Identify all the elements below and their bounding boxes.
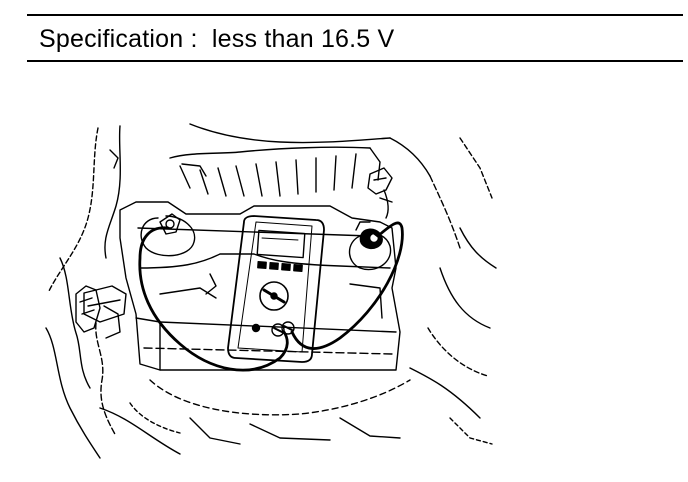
hose-connector-right xyxy=(367,167,393,219)
multimeter-buttons xyxy=(257,261,303,272)
multimeter-display xyxy=(256,229,306,259)
multimeter-com-jack xyxy=(251,323,261,333)
multimeter-rotary-dial xyxy=(259,281,289,311)
test-leads xyxy=(138,221,404,372)
specification-text: Specification : less than 16.5 V xyxy=(39,25,395,53)
battery-voltage-illustration xyxy=(40,118,500,463)
battery-clamp-left xyxy=(75,285,121,339)
engine-bay-left xyxy=(45,125,181,459)
battery-terminal-negative xyxy=(140,213,196,257)
air-intake-fins xyxy=(169,123,493,249)
multimeter xyxy=(227,215,325,363)
engine-bay-lower xyxy=(99,227,497,455)
specification-banner: Specification : less than 16.5 V xyxy=(27,14,683,62)
multimeter-probe-jacks xyxy=(271,321,295,337)
